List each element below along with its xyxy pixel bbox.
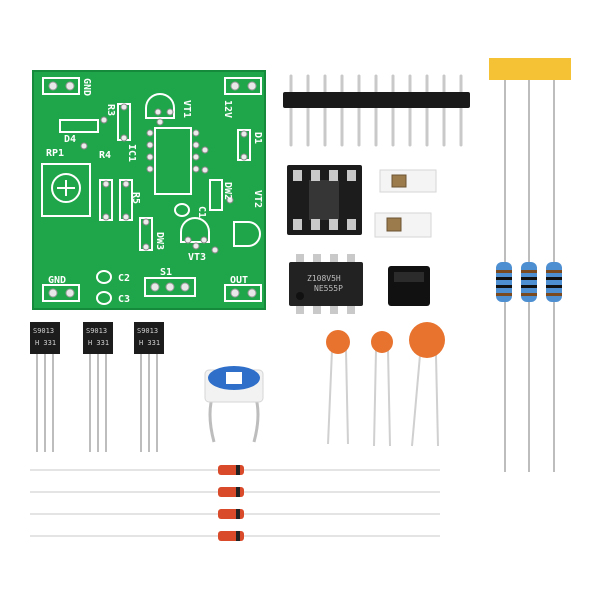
pcb-label-out: OUT <box>230 275 248 286</box>
jumper-cap <box>388 266 430 306</box>
pcb-label-dw2: DW2 <box>222 182 233 200</box>
pcb-label-vt1: VT1 <box>181 100 192 118</box>
zener-diode <box>218 487 244 497</box>
diode-strip <box>30 465 440 541</box>
pcb-label-r5: R5 <box>130 192 141 204</box>
transistor-marking-line2: H 331 <box>88 339 109 347</box>
trimmer-potentiometer <box>204 366 264 443</box>
pcb-label-r3: R3 <box>105 104 116 116</box>
slide-switch-top <box>379 169 437 193</box>
resistor <box>496 262 512 302</box>
pcb-label-s1: S1 <box>160 267 172 278</box>
ceramic-capacitor <box>326 330 350 445</box>
transistor: S9013 H 331 <box>30 322 60 452</box>
ceramic-capacitor <box>371 331 393 447</box>
zener-diode <box>218 465 244 475</box>
pcb-label-gnd-bottom: GND <box>48 275 66 286</box>
pcb-label-rp1: RP1 <box>46 148 64 159</box>
pcb-label-vt2: VT2 <box>252 190 263 208</box>
pcb-label-12v: 12V <box>222 100 233 118</box>
ic-marking-line1: Z108V5H <box>307 274 341 283</box>
pcb-label-d4: D4 <box>64 134 76 145</box>
resistor <box>521 262 537 302</box>
dip-ic-socket <box>287 165 362 235</box>
pcb-label-gnd-top: GND <box>81 78 92 96</box>
pcb-label-c1: C1 <box>196 206 207 218</box>
transistor: S9013 H 331 <box>83 322 113 452</box>
transistor-marking-line1: S9013 <box>86 327 107 335</box>
zener-diode <box>218 509 244 519</box>
pcb-label-dw3: DW3 <box>154 232 165 250</box>
pcb-label-d1: D1 <box>252 132 263 144</box>
transistor: S9013 H 331 <box>134 322 164 452</box>
pcb-label-ic1: IC1 <box>126 144 137 162</box>
slide-switch-bottom <box>374 212 432 238</box>
resistor <box>546 262 562 302</box>
transistor-marking-line1: S9013 <box>33 327 54 335</box>
pcb-label-c2: C2 <box>118 273 130 284</box>
pcb-label-c3: C3 <box>118 294 130 305</box>
pcb-board: GND 12V VT1 R3 D1 D4 IC1 RP1 R4 DW2 R5 V… <box>32 70 266 310</box>
pcb-label-r4: R4 <box>99 150 111 161</box>
pin-header <box>283 74 470 147</box>
resistor-strip <box>489 58 571 472</box>
ne555-ic-chip: Z108V5H NE555P <box>289 254 363 314</box>
transistor-marking-line2: H 331 <box>139 339 160 347</box>
zener-diode <box>218 531 244 541</box>
transistor-marking-line1: S9013 <box>137 327 158 335</box>
transistor-marking-line2: H 331 <box>35 339 56 347</box>
ic-marking-line2: NE555P <box>314 284 343 293</box>
ceramic-capacitor <box>409 322 445 447</box>
adhesive-tape <box>489 58 571 80</box>
pcb-label-vt3: VT3 <box>188 252 206 263</box>
